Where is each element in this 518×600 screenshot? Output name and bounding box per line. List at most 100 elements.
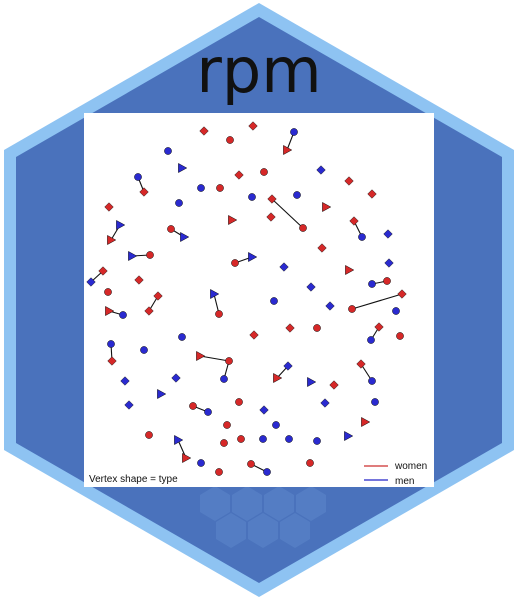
network-edge	[271, 198, 304, 229]
woman-vertex	[306, 459, 314, 467]
woman-vertex	[182, 452, 192, 464]
man-vertex	[293, 191, 301, 199]
man-vertex	[270, 297, 278, 305]
man-vertex	[383, 229, 393, 239]
man-vertex	[392, 307, 400, 315]
legend-men-label: men	[395, 476, 414, 487]
woman-vertex	[226, 136, 234, 144]
hex-texture	[200, 486, 326, 548]
sticker-title: rpm	[196, 34, 321, 107]
woman-vertex	[266, 212, 276, 222]
woman-vertex	[167, 225, 175, 233]
woman-vertex	[247, 460, 255, 468]
man-vertex	[171, 373, 181, 383]
woman-vertex	[107, 234, 117, 246]
man-vertex	[367, 336, 375, 344]
woman-vertex	[283, 144, 293, 156]
woman-vertex	[367, 189, 377, 199]
man-vertex	[178, 162, 188, 174]
woman-vertex	[248, 121, 258, 131]
woman-vertex	[223, 421, 231, 429]
man-vertex	[371, 398, 379, 406]
man-vertex	[197, 459, 205, 467]
man-vertex	[220, 375, 228, 383]
woman-vertex	[216, 184, 224, 192]
woman-vertex	[267, 194, 277, 204]
man-vertex	[180, 231, 190, 243]
man-vertex	[259, 405, 269, 415]
man-vertex	[120, 376, 130, 386]
woman-vertex	[231, 259, 239, 267]
man-vertex	[140, 346, 148, 354]
woman-vertex	[273, 372, 283, 384]
man-vertex	[320, 398, 330, 408]
woman-vertex	[199, 126, 209, 136]
woman-vertex	[139, 187, 149, 197]
woman-vertex	[329, 380, 339, 390]
woman-vertex	[104, 202, 114, 212]
network-vertices	[86, 121, 407, 476]
man-vertex	[259, 435, 267, 443]
woman-vertex	[107, 356, 117, 366]
man-vertex	[283, 361, 293, 371]
woman-vertex	[146, 251, 154, 259]
woman-vertex	[349, 216, 359, 226]
woman-vertex	[189, 402, 197, 410]
woman-vertex	[260, 168, 268, 176]
network-edge	[199, 355, 230, 362]
woman-vertex	[196, 350, 206, 362]
woman-vertex	[145, 431, 153, 439]
man-vertex	[116, 219, 126, 231]
woman-vertex	[237, 435, 245, 443]
man-vertex	[134, 173, 142, 181]
man-vertex	[174, 434, 184, 446]
woman-vertex	[234, 170, 244, 180]
man-vertex	[263, 468, 271, 476]
vertex-shape-caption: Vertex shape = type	[89, 474, 178, 485]
woman-vertex	[225, 357, 233, 365]
man-vertex	[272, 421, 280, 429]
man-vertex	[197, 184, 205, 192]
man-vertex	[368, 280, 376, 288]
man-vertex	[157, 388, 167, 400]
woman-vertex	[348, 305, 356, 313]
man-vertex	[86, 277, 96, 287]
woman-vertex	[361, 416, 371, 428]
woman-vertex	[299, 224, 307, 232]
man-vertex	[164, 147, 172, 155]
woman-vertex	[249, 330, 259, 340]
man-vertex	[358, 233, 366, 241]
man-vertex	[384, 258, 394, 268]
man-vertex	[178, 333, 186, 341]
man-vertex	[107, 340, 115, 348]
woman-vertex	[397, 289, 407, 299]
network-edge	[351, 293, 403, 310]
woman-vertex	[396, 332, 404, 340]
woman-vertex	[215, 310, 223, 318]
man-vertex	[285, 435, 293, 443]
legend-women-label: women	[394, 461, 427, 472]
man-vertex	[204, 408, 212, 416]
legend: women men	[364, 461, 427, 487]
woman-vertex	[285, 323, 295, 333]
man-vertex	[210, 288, 220, 300]
man-vertex	[290, 128, 298, 136]
woman-vertex	[144, 306, 154, 316]
man-vertex	[124, 400, 134, 410]
man-vertex	[279, 262, 289, 272]
man-vertex	[119, 311, 127, 319]
woman-vertex	[220, 439, 228, 447]
woman-vertex	[105, 305, 115, 317]
woman-vertex	[374, 322, 384, 332]
woman-vertex	[317, 243, 327, 253]
woman-vertex	[215, 468, 223, 476]
woman-vertex	[98, 266, 108, 276]
woman-vertex	[235, 398, 243, 406]
man-vertex	[316, 165, 326, 175]
woman-vertex	[383, 277, 391, 285]
woman-vertex	[322, 201, 332, 213]
woman-vertex	[344, 176, 354, 186]
man-vertex	[128, 250, 138, 262]
woman-vertex	[104, 288, 112, 296]
